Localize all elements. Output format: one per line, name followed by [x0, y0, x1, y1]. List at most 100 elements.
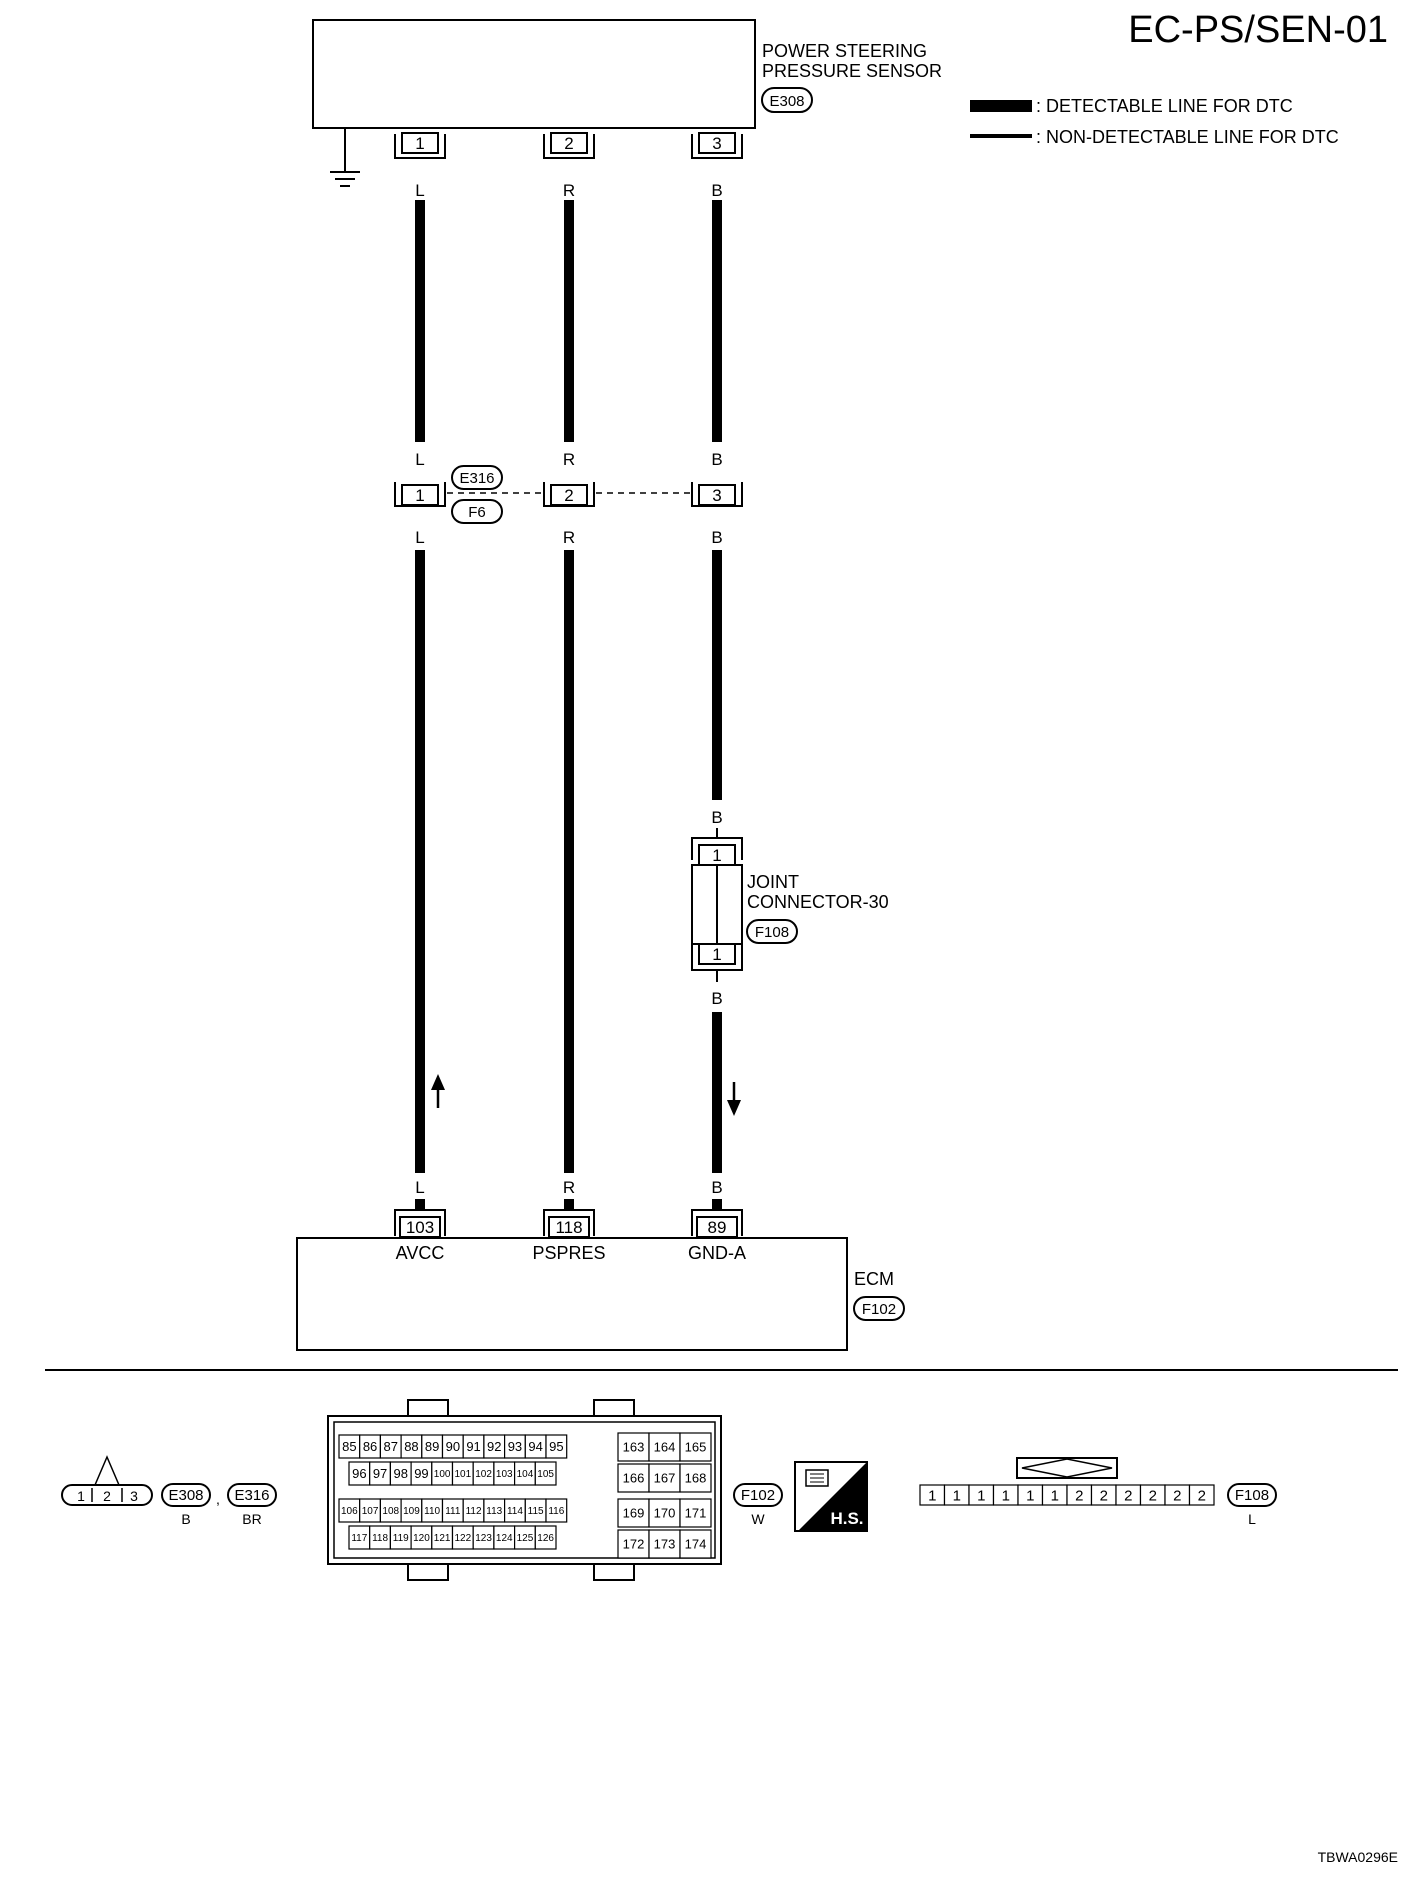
connector-pin-number: 92 [487, 1439, 501, 1454]
wire-color-label: B [711, 450, 722, 469]
hs-text: H.S. [830, 1509, 863, 1528]
sensor-pin-3-label: 3 [712, 134, 721, 153]
connector-cavity [545, 1434, 568, 1459]
ecm-connector-latch-top [407, 1399, 449, 1416]
connector-pin-number: 1 [977, 1487, 985, 1504]
connector-cavity [1188, 1484, 1215, 1506]
connector-pin-number: 90 [446, 1439, 460, 1454]
ground-icon [330, 128, 360, 187]
connector-pin-number: 99 [414, 1466, 428, 1481]
view-color-e316: BR [242, 1511, 261, 1527]
connector-pin-number: 113 [486, 1506, 502, 1517]
connector-pin-number: 170 [654, 1506, 676, 1521]
harness-pin-2 [550, 484, 588, 506]
connector-pin-number: 117 [351, 1533, 367, 1544]
view-badge-f102 [733, 1483, 783, 1507]
connector-pin-number: 114 [507, 1506, 523, 1517]
connector-pin-number: 87 [384, 1439, 398, 1454]
wire-color-label: B [711, 989, 722, 1008]
connector-pin-number: 93 [508, 1439, 522, 1454]
sensor-pin-1-label: 1 [415, 134, 424, 153]
connector-pin-number: 2 [1173, 1487, 1181, 1504]
connector-pin-number: 164 [654, 1440, 676, 1455]
ecm-pin-89-label: 89 [708, 1218, 727, 1237]
ecm-box [296, 1237, 848, 1351]
connector-pin-number: 169 [623, 1506, 645, 1521]
connector-pin-number: 106 [341, 1506, 358, 1517]
view-label-e308: E308 [168, 1487, 203, 1504]
ecm-connector-latch-bottom [593, 1564, 635, 1581]
sensor-connector-badge [761, 87, 813, 113]
view-color-f108: L [1248, 1511, 1256, 1527]
ecm-connector-latch-top [593, 1399, 635, 1416]
view-label-f102: F102 [741, 1487, 775, 1504]
ecm-terminal-avcc: AVCC [396, 1243, 445, 1263]
connector-pin-number: 89 [425, 1439, 439, 1454]
connector-pin-number: 101 [455, 1469, 472, 1480]
connector-pin-number: 97 [373, 1466, 387, 1481]
legend: : DETECTABLE LINE FOR DTC : NON-DETECTAB… [970, 96, 1339, 147]
page-title: EC-PS/SEN-01 [1128, 9, 1388, 51]
connector-pin-number: 2 [1149, 1487, 1157, 1504]
connector-pin-number: 174 [685, 1537, 707, 1552]
legend-detectable-label: : DETECTABLE LINE FOR DTC [1036, 96, 1293, 116]
connector-pin-number: 86 [363, 1439, 377, 1454]
wire-color-label: R [563, 1178, 575, 1197]
joint-pin-bottom [698, 943, 736, 965]
connector-pin-number: 1 [1051, 1487, 1059, 1504]
connector-pin-number: 2 [1075, 1487, 1083, 1504]
power-steering-pressure-sensor: POWER STEERING PRESSURE SENSOR E308 [312, 19, 942, 129]
connector-pin-number: 118 [372, 1533, 388, 1544]
view-separator: , [216, 1491, 220, 1507]
sensor-pin-1: 1 [394, 132, 446, 159]
connector-pin-number: 119 [393, 1533, 409, 1544]
small-pin-label: 1 [77, 1488, 85, 1504]
wire-color-label: B [711, 181, 722, 200]
connector-pin-number: 166 [623, 1471, 645, 1486]
small-connector-outline [61, 1484, 153, 1506]
small-connector-view: 1 2 3 E308 , E316 B BR [61, 1455, 277, 1527]
view-label-f108: F108 [1235, 1487, 1269, 1504]
connector-cavity [679, 1463, 712, 1493]
wire-color-label: L [415, 528, 424, 547]
ecm-name: ECM [854, 1269, 894, 1289]
joint-view-key [1016, 1457, 1118, 1479]
joint-pin-top-label: 1 [712, 846, 721, 865]
connector-pin-number: 112 [466, 1506, 482, 1517]
connector-pin-number: 107 [362, 1506, 379, 1517]
connector-pin-number: 96 [352, 1466, 366, 1481]
small-pin-label: 2 [103, 1488, 111, 1504]
view-label-e316: E316 [234, 1487, 269, 1504]
joint-connector-label: F108 [755, 924, 789, 941]
connector-cavity [534, 1461, 557, 1486]
connector-pin-number: 1 [928, 1487, 936, 1504]
connector-pin-number: 115 [528, 1506, 544, 1517]
sensor-pin-2: 2 [543, 132, 595, 159]
connector-cavity [534, 1525, 557, 1550]
polarity-key-icon [94, 1455, 120, 1486]
ecm-terminal-gnd-a: GND-A [688, 1243, 746, 1263]
view-badge-e316 [227, 1483, 277, 1507]
harness-pin-3 [698, 484, 736, 506]
ecm-connector-outline [327, 1415, 722, 1565]
harness-pin-1-label: 1 [415, 486, 424, 505]
connector-pin-number: 123 [475, 1533, 492, 1544]
connector-pin-number: 173 [654, 1537, 676, 1552]
connector-cavity [545, 1498, 568, 1523]
connector-pin-number: 85 [342, 1439, 356, 1454]
connector-pin-number: 2 [1100, 1487, 1108, 1504]
ecm-pin-89: 89 [691, 1209, 743, 1238]
polarity-key-icon [1021, 1458, 1113, 1478]
connector-cavity [648, 1529, 681, 1559]
joint-name-line1: JOINT [747, 872, 799, 892]
arrow-down-icon [727, 1082, 741, 1116]
legend-non-detectable-label: : NON-DETECTABLE LINE FOR DTC [1036, 127, 1339, 147]
connector-pin-number: 167 [654, 1471, 676, 1486]
ecm-connector-inner [333, 1421, 716, 1559]
connector-pin-number: 122 [455, 1533, 472, 1544]
joint-connector: 1 1 JOINT CONNECTOR-30 F108 [691, 828, 889, 982]
connector-pin-number: 116 [548, 1506, 564, 1517]
connector-pin-number: 2 [1124, 1487, 1132, 1504]
joint-connector-badge [746, 919, 798, 944]
